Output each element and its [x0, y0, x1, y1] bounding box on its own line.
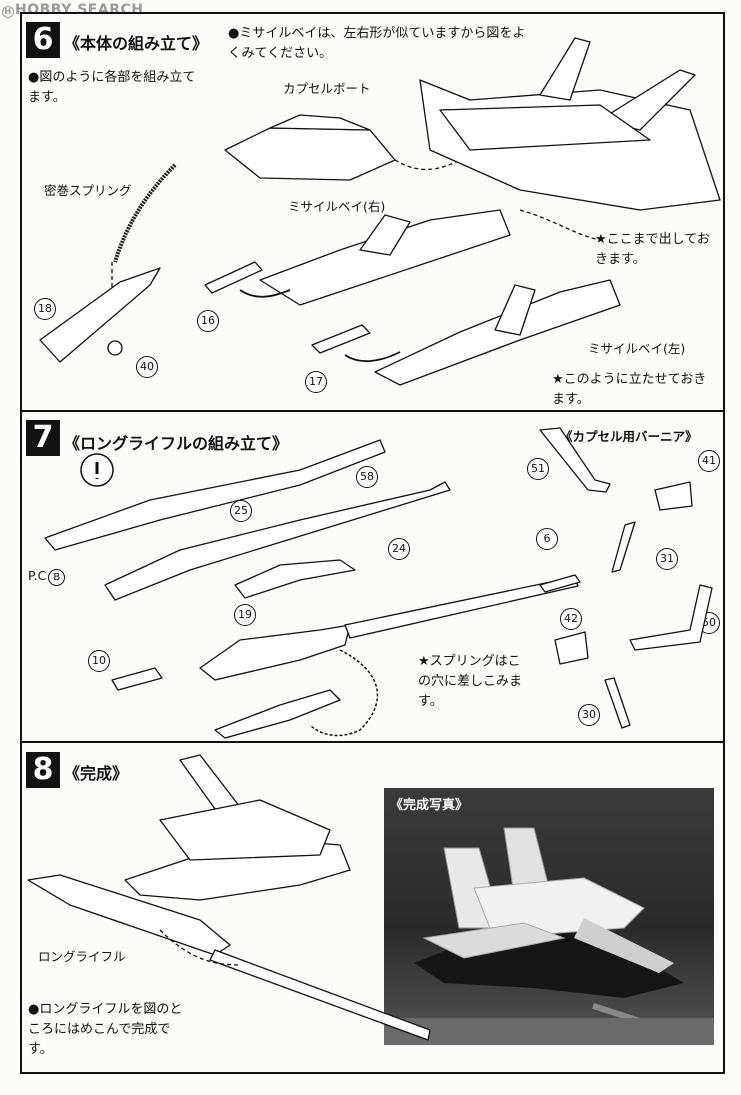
long-rifle-label: ロングライフル [38, 949, 126, 964]
extend-note: ★ここまで出しておきます。 [595, 232, 710, 267]
step-7-number: 7 [26, 420, 60, 456]
part-number: 51 [527, 458, 549, 480]
pc-letter-badge: B [48, 569, 66, 586]
part-number: 24 [388, 538, 410, 560]
rifle-lower-part [214, 689, 341, 739]
missile-bay-right-label: ミサイルベイ(右) [288, 199, 386, 214]
part-42 [554, 631, 589, 665]
instruction-frame [20, 12, 725, 1074]
missile-bay-left-label: ミサイルベイ(左) [588, 341, 686, 356]
completion-note: ●ロングライフルを図のところにはめこんで完成です。 [28, 1002, 183, 1057]
logo-icon: H [2, 6, 14, 18]
part-19 [234, 559, 356, 599]
vernier-subtitle: 《カプセル用バーニア》 [560, 429, 698, 444]
part-number: 41 [698, 450, 720, 472]
step-6-number: 6 [26, 22, 60, 58]
step-6-title: 《本体の組み立て》 [64, 34, 209, 53]
part-number: 19 [234, 604, 256, 626]
part-18 [39, 267, 161, 363]
step-7-title: 《ロングライフルの組み立て》 [64, 434, 289, 453]
missile-bay-right [259, 209, 511, 306]
rifle-assembly [199, 624, 351, 681]
spring-hole-note: ★スプリングはこの穴に差しこみます。 [418, 654, 523, 709]
step-6-note: ●図のように各部を組み立てます。 [28, 70, 196, 105]
section-divider [20, 410, 725, 412]
part-number: 17 [305, 371, 327, 393]
part-16 [204, 261, 263, 294]
part-40 [107, 340, 123, 356]
part-number: 30 [578, 704, 600, 726]
part-17 [311, 324, 371, 354]
part-24 [104, 481, 451, 601]
part-51 [539, 427, 611, 493]
model-photo-image [384, 827, 714, 1045]
capsule-boat [224, 127, 396, 181]
part-30 [604, 677, 631, 729]
section-divider [20, 741, 725, 743]
missile-bay-left [374, 279, 621, 386]
part-31 [611, 521, 636, 573]
capsule-boat-label: カプセルボート [283, 81, 371, 96]
part-6 [539, 574, 581, 593]
step-6-missile-note: ●ミサイルベイは、左右形が似ていますから図をよくみてください。 [228, 26, 526, 61]
step-8-number: 8 [26, 752, 60, 788]
part-number: 42 [560, 608, 582, 630]
step-8-title: 《完成》 [64, 764, 129, 783]
part-number: 25 [230, 500, 252, 522]
spring-label: 密巻スプリング [44, 183, 132, 198]
part-number: 31 [656, 548, 678, 570]
part-number: 16 [197, 310, 219, 332]
part-number: 6 [536, 528, 558, 550]
tail-fin [539, 37, 591, 101]
part-number: 10 [88, 650, 110, 672]
part-number: 40 [136, 356, 158, 378]
photo-caption: 《完成写真》 [390, 798, 469, 813]
completed-model-photo: 《完成写真》 [384, 788, 714, 1045]
part-number: 18 [34, 298, 56, 320]
stand-note: ★このように立たせておきます。 [552, 372, 707, 407]
part-41 [654, 481, 693, 511]
coil-spring [113, 163, 177, 263]
part-58 [44, 439, 386, 551]
completed-rifle [27, 874, 231, 956]
part-number: 58 [356, 466, 378, 488]
part-50 [629, 584, 713, 651]
part-10 [111, 667, 163, 691]
